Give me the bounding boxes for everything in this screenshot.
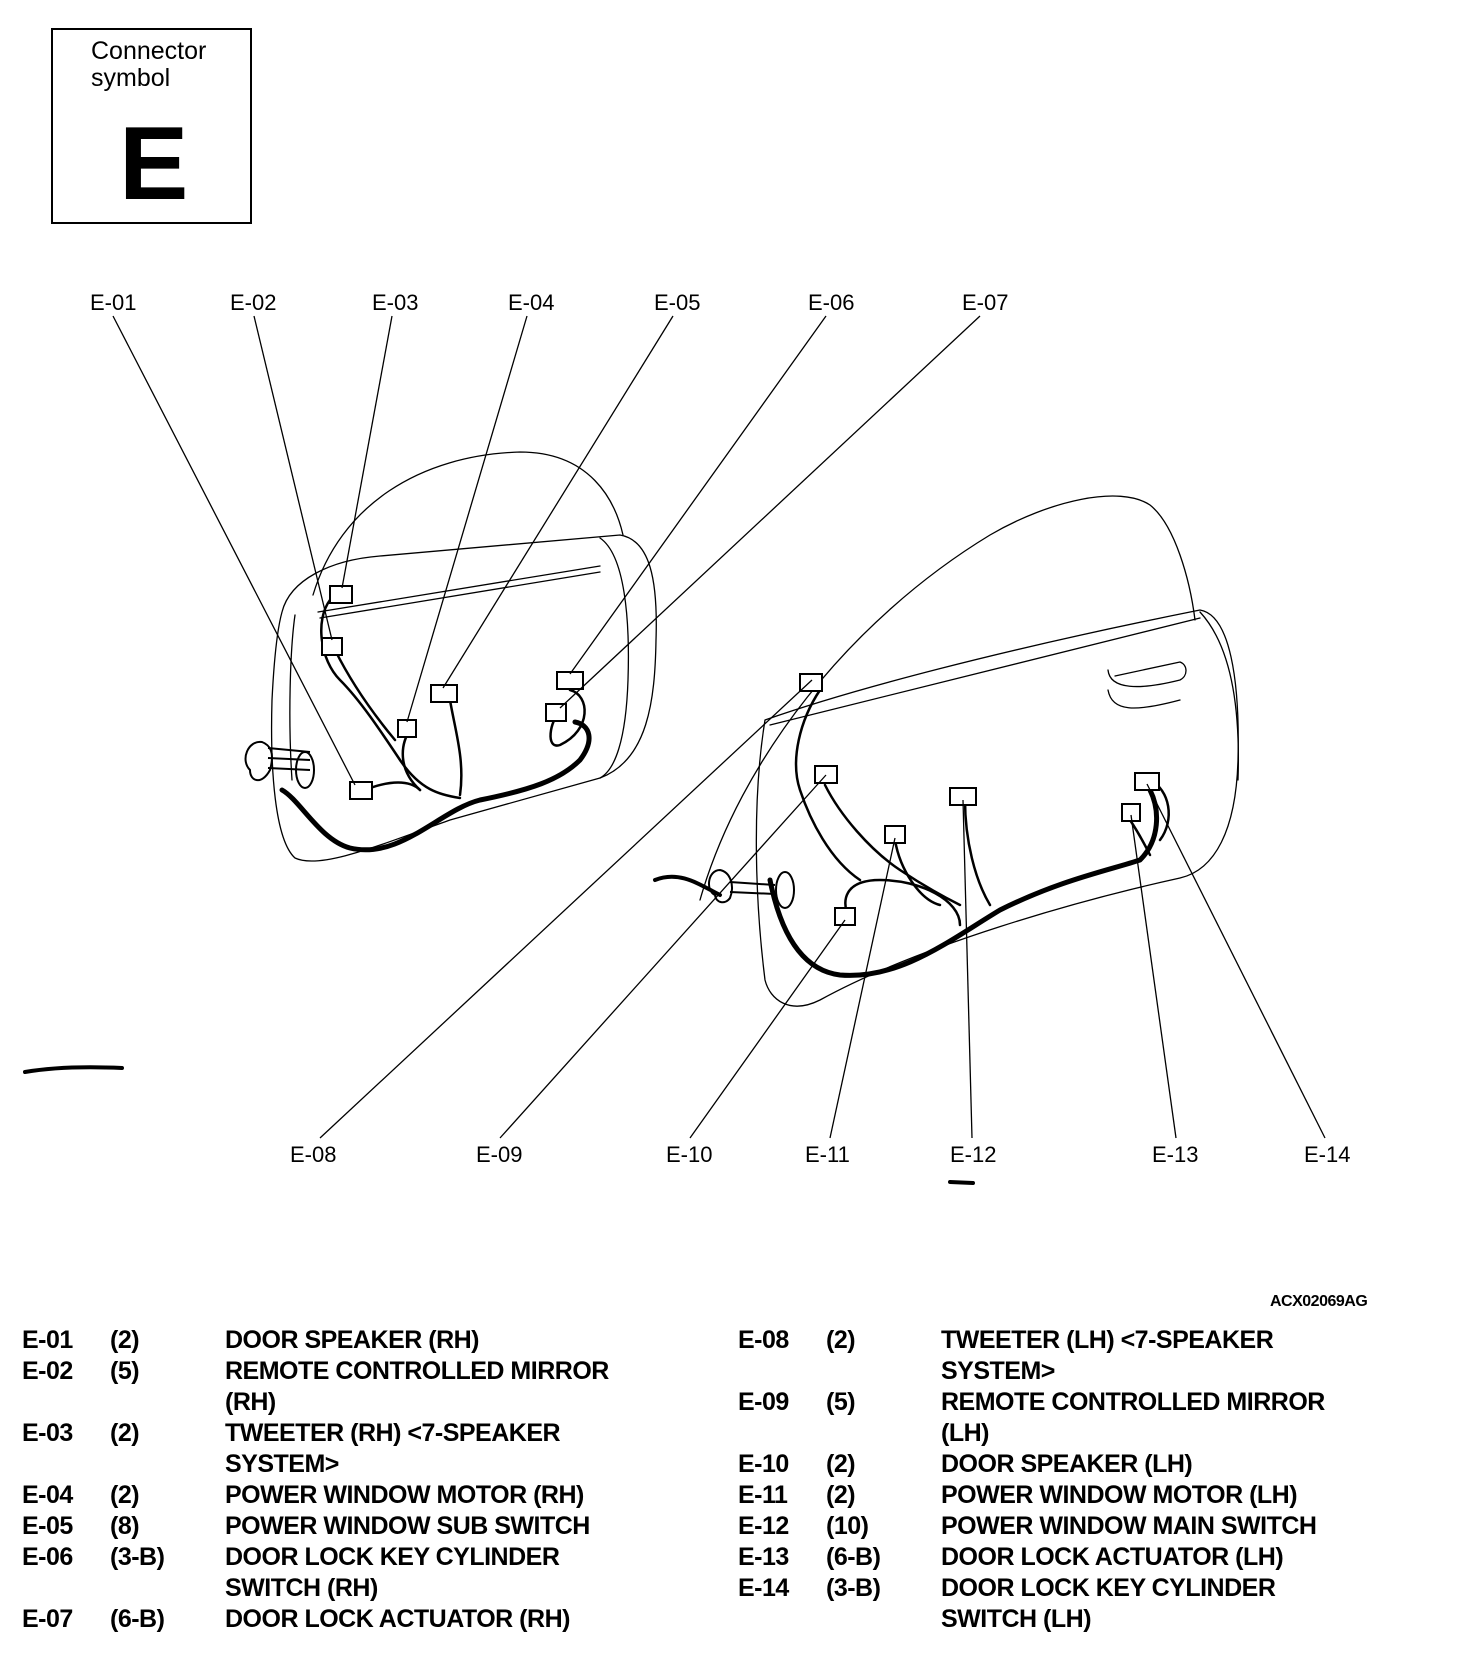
legend-code: E-02 [22, 1357, 73, 1385]
legend-description: DOOR LOCK KEY CYLINDER SWITCH (RH) [225, 1543, 560, 1602]
legend-pins: (3-B) [826, 1574, 881, 1602]
legend-pins: (6-B) [110, 1605, 165, 1633]
label-e-12: E-12 [950, 1142, 996, 1167]
legend-description: REMOTE CONTROLLED MIRROR (RH) [225, 1357, 609, 1416]
legend-pins: (2) [826, 1326, 856, 1354]
legend-row: E-06 (3-B) DOOR LOCK KEY CYLINDER SWITCH (… [22, 1542, 655, 1604]
connector-e-06-block [556, 671, 584, 690]
label-e-08: E-08 [290, 1142, 336, 1167]
legend-pins: (5) [110, 1357, 140, 1385]
legend-row: E-12 (10) POWER WINDOW MAIN SWITCH [738, 1511, 1371, 1542]
connector-e-05-block [430, 684, 458, 703]
legend-code: E-12 [738, 1512, 789, 1540]
legend-pins: (2) [110, 1419, 140, 1447]
connector-e-02-block [321, 637, 343, 656]
legend-row: E-07 (6-B) DOOR LOCK ACTUATOR (RH) [22, 1604, 655, 1635]
legend-pins: (2) [826, 1481, 856, 1509]
connector-e-14-block [1134, 772, 1160, 791]
legend-code: E-01 [22, 1326, 73, 1354]
connector-e-03-block [329, 585, 353, 604]
legend-description: POWER WINDOW SUB SWITCH [225, 1512, 590, 1540]
connector-e-11-block [884, 825, 906, 844]
label-e-05: E-05 [654, 290, 700, 315]
legend-description: POWER WINDOW MAIN SWITCH [941, 1512, 1317, 1540]
harness-wires [23, 598, 1170, 1185]
label-e-09: E-09 [476, 1142, 522, 1167]
label-e-14: E-14 [1304, 1142, 1350, 1167]
label-e-11: E-11 [805, 1142, 850, 1167]
label-e-01: E-01 [90, 290, 136, 315]
connector-blocks [321, 585, 1160, 926]
legend-row: E-11 (2) POWER WINDOW MOTOR (LH) [738, 1480, 1371, 1511]
leader-lines [112, 315, 1326, 1139]
label-e-07: E-07 [962, 290, 1008, 315]
legend-code: E-03 [22, 1419, 73, 1447]
connector-e-04-block [397, 719, 417, 738]
connector-e-10-block [834, 907, 856, 926]
legend-pins: (6-B) [826, 1543, 881, 1571]
legend-pins: (2) [110, 1326, 140, 1354]
legend-description: POWER WINDOW MOTOR (LH) [941, 1481, 1298, 1509]
legend-pins: (10) [826, 1512, 869, 1540]
connector-symbol-letter: E [119, 106, 189, 222]
legend-code: E-04 [22, 1481, 73, 1509]
connector-e-07-block [545, 703, 567, 722]
legend-row: E-13 (6-B) DOOR LOCK ACTUATOR (LH) [738, 1542, 1371, 1573]
legend-right-column: E-08 (2) TWEETER (LH) <7-SPEAKER SYSTEM> E… [738, 1325, 1371, 1635]
legend-left-column: E-01 (2) DOOR SPEAKER (RH) E-02 (5) REMOTE C… [22, 1325, 655, 1635]
grommets [244, 740, 795, 909]
legend-code: E-05 [22, 1512, 73, 1540]
legend-description: DOOR SPEAKER (LH) [941, 1450, 1193, 1478]
legend-description: DOOR LOCK KEY CYLINDER SWITCH (LH) [941, 1574, 1276, 1633]
label-e-03: E-03 [372, 290, 418, 315]
legend-pins: (5) [826, 1388, 856, 1416]
legend-row: E-03 (2) TWEETER (RH) <7-SPEAKER SYSTEM> [22, 1418, 655, 1480]
legend-code: E-13 [738, 1543, 789, 1571]
label-e-10: E-10 [666, 1142, 712, 1167]
legend-pins: (8) [110, 1512, 140, 1540]
legend-pins: (2) [826, 1450, 856, 1478]
legend-row: E-14 (3-B) DOOR LOCK KEY CYLINDER SWITCH (… [738, 1573, 1371, 1635]
legend-description: REMOTE CONTROLLED MIRROR (LH) [941, 1388, 1325, 1447]
legend-code: E-11 [738, 1481, 788, 1509]
legend-row: E-09 (5) REMOTE CONTROLLED MIRROR (LH) [738, 1387, 1371, 1449]
legend-code: E-08 [738, 1326, 789, 1354]
reference-code: ACX02069AG [1270, 1293, 1368, 1310]
lh-door-outline [699, 495, 1240, 1007]
label-e-02: E-02 [230, 290, 276, 315]
legend-row: E-02 (5) REMOTE CONTROLLED MIRROR (RH) [22, 1356, 655, 1418]
connector-symbol-box: Connector symbol E [51, 28, 252, 224]
legend-description: DOOR LOCK ACTUATOR (RH) [225, 1605, 570, 1633]
connector-symbol-title: Connector symbol [91, 37, 207, 92]
legend-description: TWEETER (LH) <7-SPEAKER SYSTEM> [941, 1326, 1274, 1385]
connector-e-13-block [1121, 803, 1141, 822]
legend-code: E-06 [22, 1543, 73, 1571]
legend-pins: (2) [110, 1481, 140, 1509]
connector-e-01-block [349, 781, 373, 800]
legend-code: E-09 [738, 1388, 789, 1416]
legend-description: DOOR LOCK ACTUATOR (LH) [941, 1543, 1284, 1571]
rh-door-outline [270, 451, 657, 862]
legend-row: E-04 (2) POWER WINDOW MOTOR (RH) [22, 1480, 655, 1511]
connector-e-09-block [814, 765, 838, 784]
legend-pins: (3-B) [110, 1543, 165, 1571]
label-e-06: E-06 [808, 290, 854, 315]
label-e-04: E-04 [508, 290, 554, 315]
legend-row: E-05 (8) POWER WINDOW SUB SWITCH [22, 1511, 655, 1542]
legend-row: E-08 (2) TWEETER (LH) <7-SPEAKER SYSTEM> [738, 1325, 1371, 1387]
legend-description: POWER WINDOW MOTOR (RH) [225, 1481, 584, 1509]
legend-code: E-07 [22, 1605, 73, 1633]
legend-description: DOOR SPEAKER (RH) [225, 1326, 480, 1354]
legend-code: E-10 [738, 1450, 789, 1478]
connector-labels: E-01 E-02 E-03 E-04 E-05 E-06 E-07 E-08 … [90, 290, 1350, 1167]
legend-description: TWEETER (RH) <7-SPEAKER SYSTEM> [225, 1419, 561, 1478]
label-e-13: E-13 [1152, 1142, 1198, 1167]
legend-row: E-10 (2) DOOR SPEAKER (LH) [738, 1449, 1371, 1480]
legend-code: E-14 [738, 1574, 789, 1602]
legend-row: E-01 (2) DOOR SPEAKER (RH) [22, 1325, 655, 1356]
